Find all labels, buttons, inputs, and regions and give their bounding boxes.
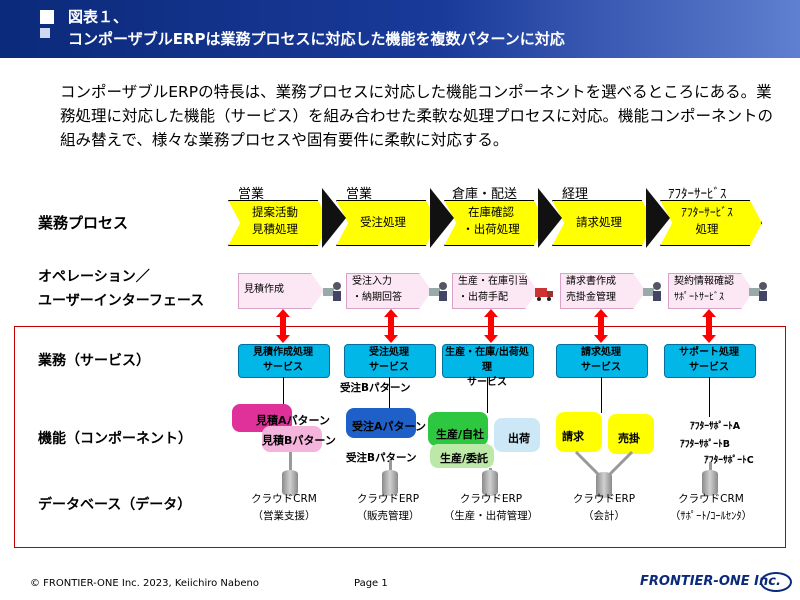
service-box <box>664 344 756 378</box>
service-box <box>238 344 330 378</box>
user-computer-icon <box>643 282 661 301</box>
page-number: Page 1 <box>354 578 388 589</box>
title-square-small-icon <box>40 28 50 38</box>
component-label-juchu-b-top: 受注Bパターン <box>340 382 411 394</box>
database-label: クラウドCRM（ｻﾎﾟｰﾄ/ｺｰﾙｾﾝﾀ） <box>669 493 753 522</box>
row-label-function: 機能（コンポーネント） <box>38 431 192 447</box>
database-icon <box>596 472 612 498</box>
operation-label: 請求書作成売掛金管理 <box>566 276 616 303</box>
database-label: クラウドERP（会計） <box>572 493 636 522</box>
puzzle-piece-juchu-a <box>346 408 416 438</box>
service-label: 受注処理サービス <box>369 347 409 373</box>
component-label-seikyu: 請求 <box>562 430 584 443</box>
row-label-process: 業務プロセス <box>38 214 129 232</box>
title-square-icon <box>40 10 54 24</box>
user-computer-icon <box>749 282 767 301</box>
category-warehouse: 倉庫・配送 <box>452 187 518 202</box>
service-label: 請求処理サービス <box>581 347 621 373</box>
component-label-juchu-b-bottom: 受注Bパターン <box>346 452 417 464</box>
truck-icon <box>535 288 553 301</box>
flow-arrow-icon <box>430 188 454 248</box>
connector-line <box>601 377 602 413</box>
component-label-seisan-jisha: 生産/自社 <box>436 428 485 441</box>
operation-box <box>560 273 646 309</box>
service-label: サポート処理サービス <box>679 347 739 373</box>
process-step <box>660 200 762 246</box>
puzzle-piece-shukka <box>494 418 540 452</box>
component-label-shukka: 出荷 <box>508 432 530 445</box>
component-label-after-a: ｱﾌﾀｰｻﾎﾟｰﾄA <box>690 421 741 432</box>
operation-label: 生産・在庫引当・出荷手配 <box>458 276 528 303</box>
db-link-line <box>289 452 292 482</box>
flow-arrow-icon <box>322 188 346 248</box>
database-icon <box>482 470 498 496</box>
process-label: 受注処理 <box>360 215 406 229</box>
copyright: © FRONTIER-ONE Inc. 2023, Keiichiro Nabe… <box>30 578 259 589</box>
red-double-arrow-icon <box>484 309 498 343</box>
operation-label: 受注入力・納期回答 <box>352 276 402 303</box>
service-layer-frame <box>14 326 786 548</box>
row-label-ops-1: オペレーション／ <box>38 269 150 285</box>
database-label: クラウドCRM（営業支援） <box>251 493 317 522</box>
connector-line <box>709 377 710 417</box>
category-sales-2: 営業 <box>346 187 373 202</box>
row-label-service: 業務（サービス） <box>38 353 150 369</box>
category-after-service: ｱﾌﾀｰｻｰﾋﾞｽ <box>668 187 727 202</box>
red-double-arrow-icon <box>702 309 716 343</box>
operation-box <box>238 273 324 309</box>
row-label-ops-2: ユーザーインターフェース <box>38 293 205 309</box>
category-accounting: 経理 <box>562 187 589 202</box>
puzzle-piece-seisan-itaku <box>430 444 494 468</box>
service-box <box>442 344 534 378</box>
database-label: クラウドERP（販売管理） <box>356 493 420 522</box>
component-label-mitsumori-a: 見積Aパターン <box>256 414 330 427</box>
figure-number: 図表１、 <box>68 8 129 26</box>
process-label: 在庫確認・出荷処理 <box>462 205 520 236</box>
operation-box <box>346 273 432 309</box>
database-icon <box>702 470 718 496</box>
intro-paragraph: コンポーザブルERPの特長は、業務プロセスに対応した機能コンポーネントを選べると… <box>60 83 774 149</box>
puzzle-piece-urikake <box>608 414 654 454</box>
user-computer-icon <box>323 282 341 301</box>
connector-line <box>487 377 488 413</box>
connector-line <box>389 377 390 415</box>
page-title: コンポーザブルERPは業務プロセスに対応した機能を複数パターンに対応 <box>68 30 565 48</box>
logo-ellipse-icon <box>760 572 792 592</box>
process-step <box>228 200 330 246</box>
category-sales-1: 営業 <box>238 187 265 202</box>
component-label-after-c: ｱﾌﾀｰｻﾎﾟｰﾄC <box>704 455 754 466</box>
title-banner <box>0 0 800 58</box>
puzzle-piece-seisan-jisha <box>428 412 488 446</box>
red-double-arrow-icon <box>276 309 290 343</box>
red-double-arrow-icon <box>384 309 398 343</box>
flow-arrow-icon <box>538 188 562 248</box>
component-label-juchu-a: 受注Aパターン <box>352 420 426 433</box>
operation-label: 見積作成 <box>244 284 284 295</box>
user-computer-icon <box>429 282 447 301</box>
operation-box <box>452 273 538 309</box>
operation-label: 契約情報確認ｻﾎﾟｰﾄｻｰﾋﾞｽ <box>674 276 734 303</box>
service-label: 見積作成処理サービス <box>253 347 313 373</box>
process-label: 提案活動見積処理 <box>252 205 298 236</box>
service-box <box>344 344 436 378</box>
puzzle-piece-seikyu <box>556 412 602 452</box>
component-label-mitsumori-b: 見積Bパターン <box>262 434 336 447</box>
row-label-database: データベース（データ） <box>38 497 192 513</box>
service-box <box>556 344 648 378</box>
database-label: クラウドERP（生産・出荷管理） <box>443 493 539 522</box>
component-label-seisan-itaku: 生産/委託 <box>440 452 489 465</box>
process-label: 請求処理 <box>576 215 622 229</box>
puzzle-piece-mitsumori-b <box>262 426 322 452</box>
process-label: ｱﾌﾀｰｻｰﾋﾞｽ処理 <box>681 205 733 236</box>
connector-line <box>283 377 284 407</box>
red-double-arrow-icon <box>594 309 608 343</box>
component-label-urikake: 売掛 <box>618 432 640 445</box>
flow-arrow-icon <box>646 188 670 248</box>
database-icon <box>382 470 398 496</box>
company-logo: FRONTIER-ONE Inc. <box>640 574 781 589</box>
component-label-after-b: ｱﾌﾀｰｻﾎﾟｰﾄB <box>680 439 730 450</box>
database-icon <box>282 470 298 496</box>
